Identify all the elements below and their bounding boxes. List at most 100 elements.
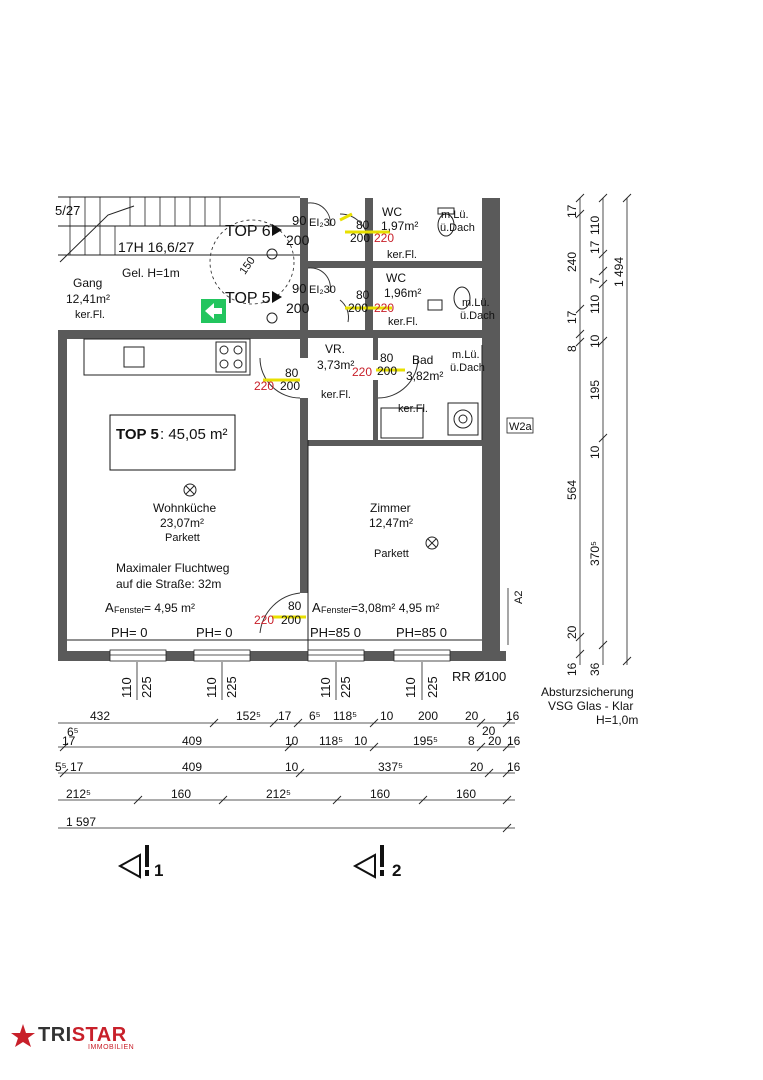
wc2-vent1: m.Lü. [462, 297, 490, 309]
dim-value: 17 [62, 734, 76, 748]
dim-value: 337⁵ [378, 760, 403, 774]
dim-value: 10 [588, 334, 602, 348]
brand-subtitle: IMMOBILIEN [88, 1044, 135, 1051]
wc-fixtures [380, 207, 483, 440]
section-marker-2: 2 [352, 845, 401, 880]
dim-value: 17 [588, 240, 602, 254]
wc1-door-height: 200 [350, 231, 370, 245]
ph-label: PH=85 0 [396, 625, 447, 640]
window-width: 110 [204, 677, 219, 698]
top5-door: TOP 5 90 200 EI₂30 [225, 281, 336, 316]
top5-door-height: 200 [286, 300, 310, 316]
wc1-vent2: ü.Dach [440, 222, 475, 234]
wohnkueche-window-a: A [105, 600, 114, 615]
escape-route-line1: Maximaler Fluchtweg [116, 561, 229, 575]
ph-label: PH=85 0 [310, 625, 361, 640]
exit-sign-icon [201, 299, 226, 323]
dim-value: 6⁵ [309, 709, 321, 723]
dim-value: 240 [565, 252, 579, 272]
gang-floor: ker.Fl. [75, 309, 105, 321]
dim-value: 20 [565, 625, 579, 639]
wc1-door-red: 220 [374, 231, 394, 245]
dim-value: 10 [285, 760, 299, 774]
unit-name: TOP 5 [116, 426, 159, 443]
wc1-room: WC 1,97m² ker.Fl. m.Lü. ü.Dach 80 200 22… [350, 205, 475, 261]
bad-door-red: 220 [352, 365, 372, 379]
bad-door-height: 200 [377, 364, 397, 378]
dim-value: 195 [588, 380, 602, 400]
fall-protection-note: Absturzsicherung VSG Glas - Klar H=1,0m [541, 685, 638, 727]
parapet-heights: PH= 0 PH= 0 PH=85 0 PH=85 0 [111, 625, 447, 640]
vr-area: 3,73m² [317, 358, 354, 372]
zimmer-window-sub: Fenster [321, 605, 352, 615]
wc2-door-height: 200 [348, 301, 368, 315]
window-width: 110 [119, 677, 134, 698]
section-number: 1 [154, 861, 163, 880]
window-height: 225 [425, 676, 440, 698]
window-height: 225 [338, 676, 353, 698]
bad-floor: ker.Fl. [398, 403, 428, 415]
dim-value: 1 494 [612, 257, 626, 287]
window-dimensions: 110 225 110 225 110 225 110 225 [119, 662, 440, 700]
top6-door-height: 200 [286, 232, 310, 248]
dim-value: 200 [418, 709, 438, 723]
wohnkueche-area: 23,07m² [160, 516, 204, 530]
section-number: 2 [392, 861, 401, 880]
dim-value: 118⁵ [333, 709, 357, 723]
section-marker-1: 1 [117, 845, 163, 880]
bad-vent1: m.Lü. [452, 349, 480, 361]
window-height: 225 [224, 676, 239, 698]
wc2-name: WC [386, 271, 406, 285]
wohnkueche-name: Wohnküche [153, 501, 216, 515]
unit-area: : 45,05 m² [160, 426, 228, 443]
dim-value: 7 [588, 277, 602, 284]
zimmer-room: Zimmer 12,47m² Parkett A Fenster =3,08m²… [254, 501, 439, 627]
zimmer-name: Zimmer [370, 501, 411, 515]
wc2-floor: ker.Fl. [388, 316, 418, 328]
wc2-room: WC 1,96m² ker.Fl. m.Lü. ü.Dach 80 200 22… [348, 271, 495, 328]
wc1-area: 1,97m² [381, 219, 418, 233]
dim-value: 36 [588, 662, 602, 676]
dim-value: 409 [182, 760, 202, 774]
dim-value: 8 [565, 345, 579, 352]
top5-door-label: TOP 5 [225, 290, 271, 307]
dim-value: 20 [488, 734, 502, 748]
horizontal-dimensions: 432 152⁵ 17 6⁵ 118⁵ 10 200 20 16 6⁵ 20 1… [55, 709, 521, 833]
dim-value: 564 [565, 480, 579, 500]
window-width: 110 [318, 677, 333, 698]
dim-value: 409 [182, 734, 202, 748]
dim-value: 160 [370, 787, 390, 801]
dim-value: 17 [565, 310, 579, 324]
dim-value: 16 [506, 709, 520, 723]
dim-value: 110 [588, 216, 602, 235]
wohnkueche-window-value: = 4,95 m² [144, 601, 195, 615]
bad-room: Bad 3,82m² ker.Fl. m.Lü. ü.Dach 80 200 2… [352, 349, 485, 415]
dim-value: 16 [507, 760, 521, 774]
dim-value: 118⁵ [319, 734, 343, 748]
bad-door-width: 80 [380, 351, 394, 365]
wohnkueche-window-sub: Fenster [114, 605, 145, 615]
wc2-area: 1,96m² [384, 286, 421, 300]
zimmer-window-a: A [312, 600, 321, 615]
dim-value: 8 [468, 734, 475, 748]
door-highlights [263, 212, 405, 619]
stair-radius-label: 150 [238, 255, 258, 277]
dim-value: 17 [70, 760, 84, 774]
kitchen-counter [83, 338, 251, 376]
dim-value: 16 [507, 734, 521, 748]
dim-value: 432 [90, 709, 110, 723]
dim-value: 20 [465, 709, 479, 723]
w2a-label: W2a [509, 421, 533, 433]
dim-value: 20 [482, 724, 496, 738]
w2a-tag: W2a [506, 417, 534, 434]
fall-line3: H=1,0m [596, 713, 638, 727]
dim-value: 212⁵ [66, 787, 91, 801]
dim-value: 212⁵ [266, 787, 291, 801]
stair-partial-label: 5/27 [55, 203, 80, 218]
dim-value: 10 [588, 445, 602, 459]
top6-door-width: 90 [292, 213, 306, 228]
window-width: 110 [403, 677, 418, 698]
tristar-logo-icon [11, 1024, 35, 1047]
zimmer-window-value: =3,08m² 4,95 m² [351, 601, 439, 615]
